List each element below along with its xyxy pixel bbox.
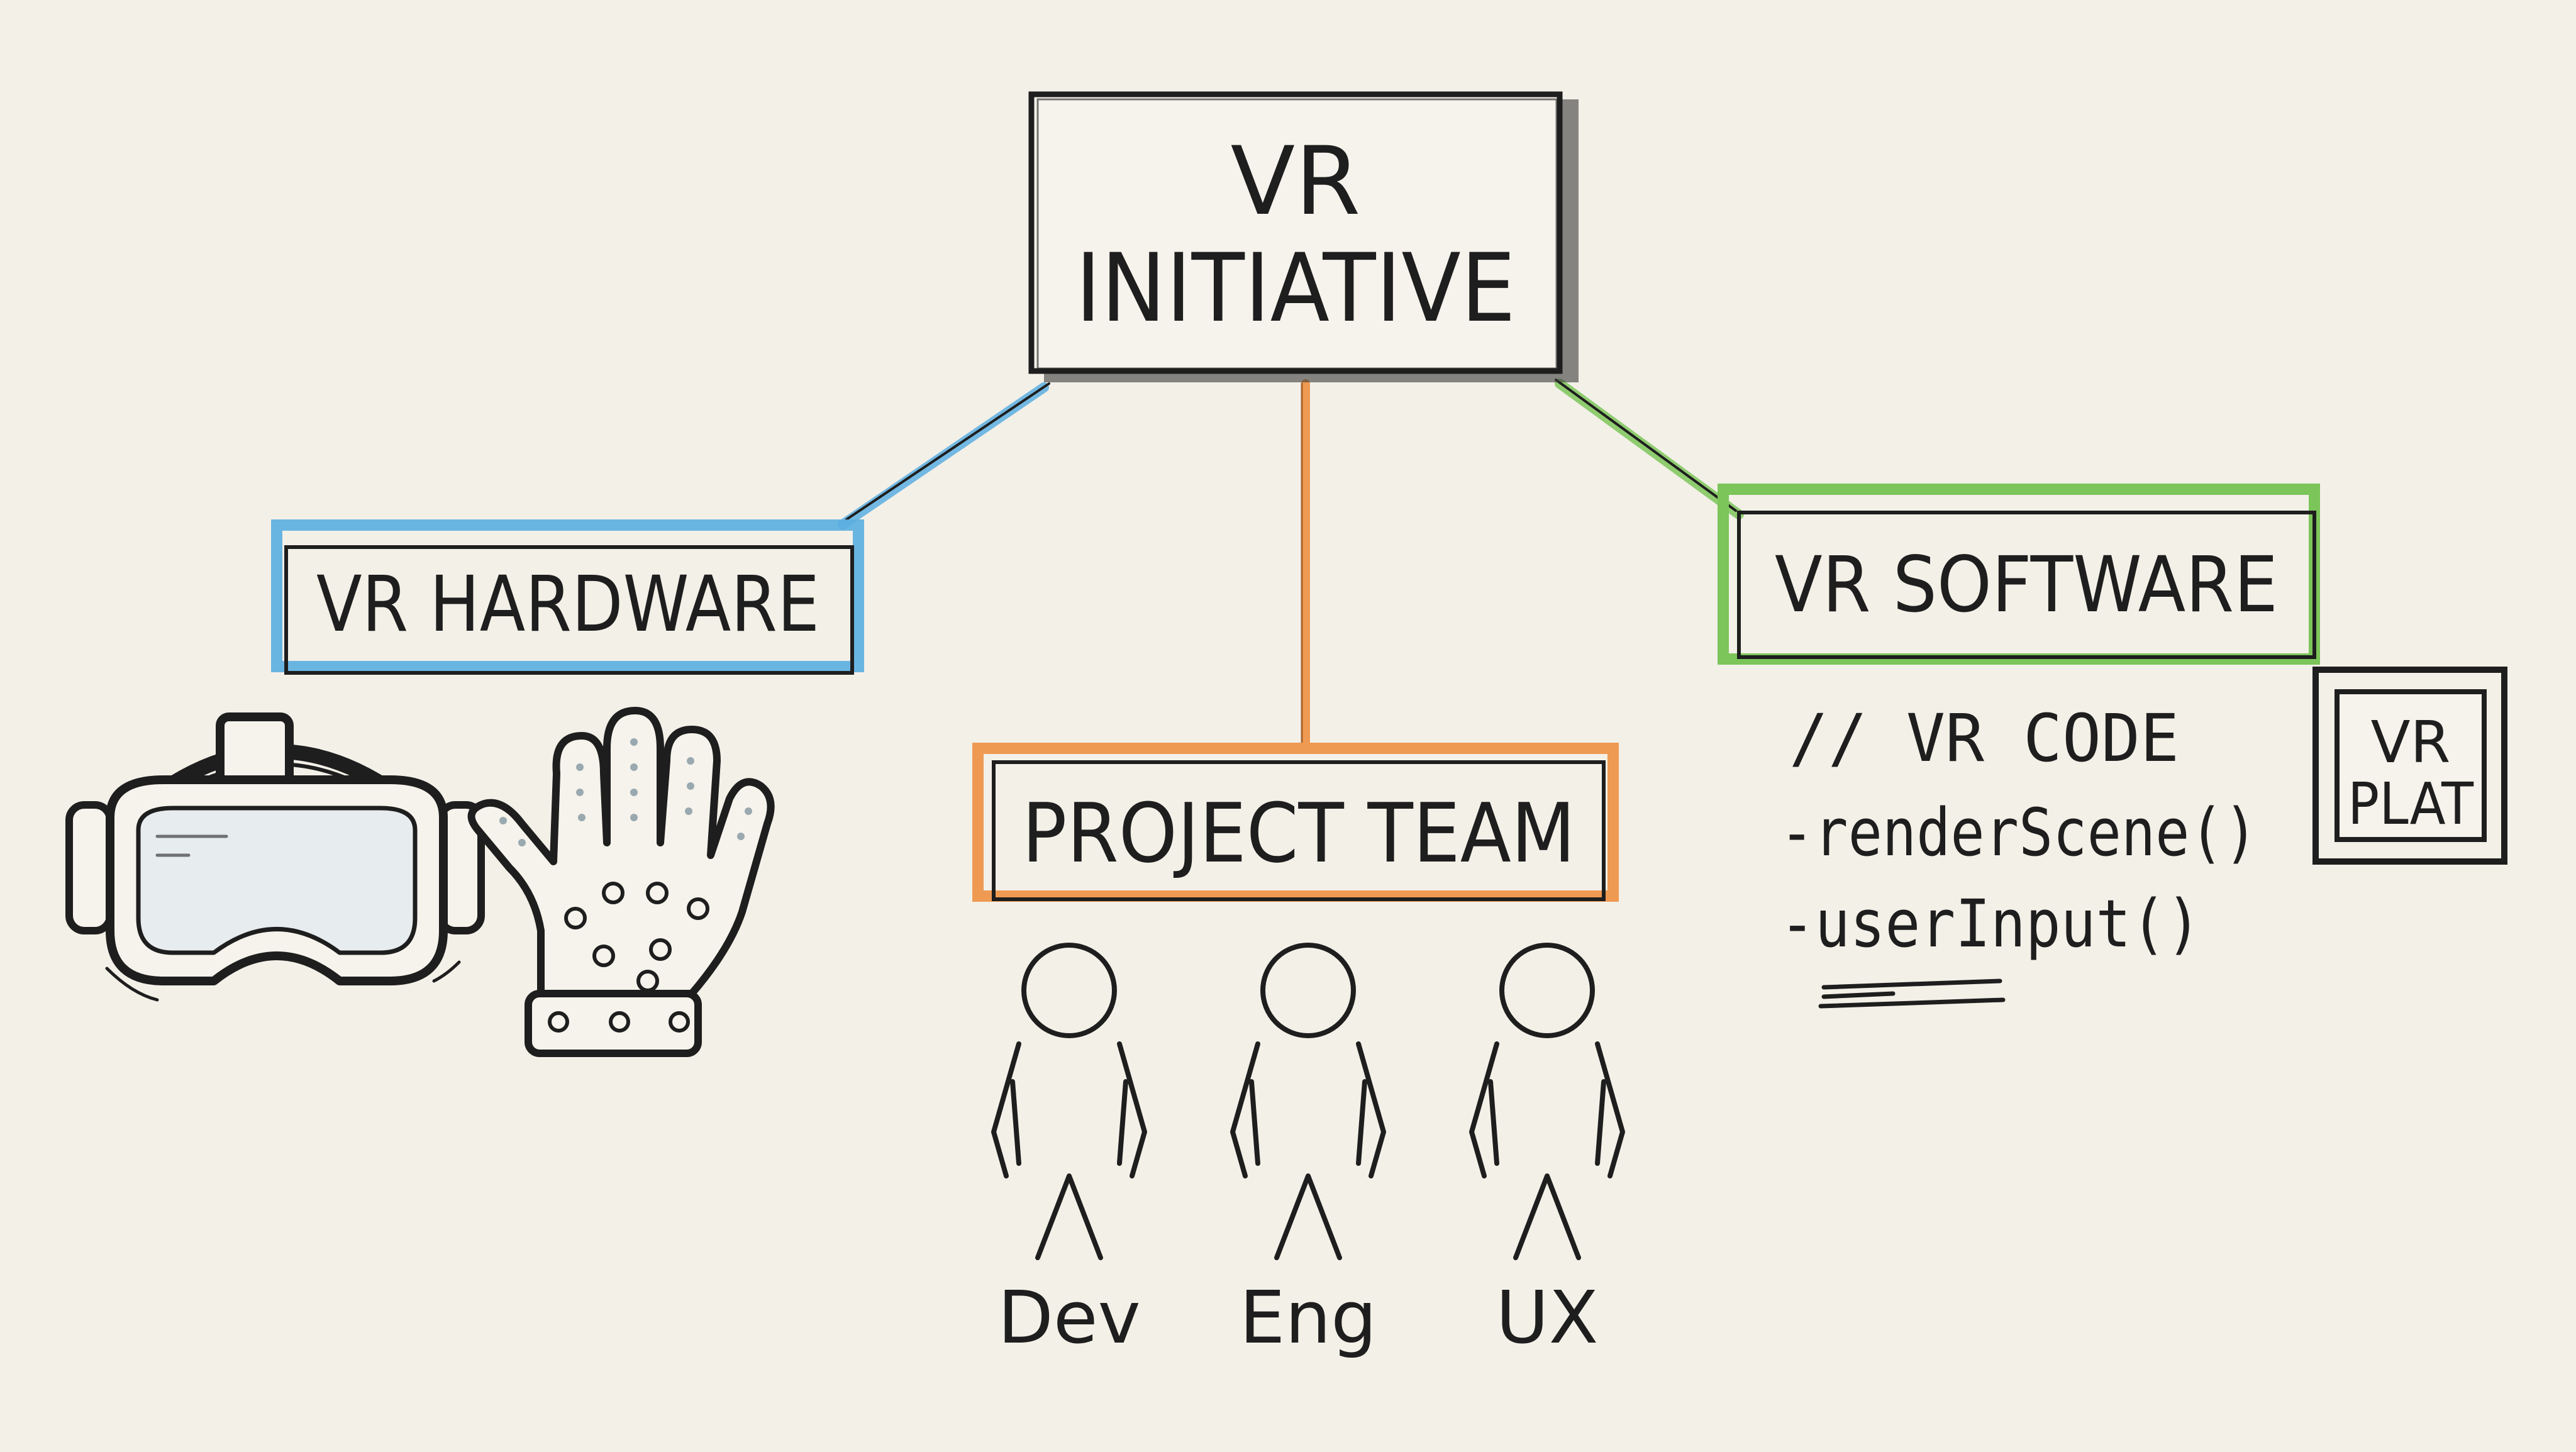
haptic-glove-icon xyxy=(467,707,775,1057)
person-icon xyxy=(1230,943,1386,1260)
code-line-renderscene: -renderScene() xyxy=(1780,794,2258,871)
person-icon xyxy=(1469,943,1625,1260)
code-snippet: // VR CODE -renderScene() -userInput() xyxy=(1780,700,2258,1009)
vr-platform-badge: VR PLAT xyxy=(2312,667,2507,865)
vr-platform-line1: VR xyxy=(2371,709,2451,776)
person-icon xyxy=(991,943,1147,1260)
team-member-label: UX xyxy=(1496,1276,1599,1360)
vr-platform-line2: PLAT xyxy=(2348,770,2474,838)
hardware-label: VR HARDWARE xyxy=(316,560,819,649)
root-node: VR INITIATIVE xyxy=(1028,91,1579,382)
team-member-label: Dev xyxy=(997,1276,1140,1360)
software-node: VR SOFTWARE xyxy=(1718,484,2320,665)
team-member-dev: Dev xyxy=(991,943,1147,1360)
team-node: PROJECT TEAM xyxy=(972,743,1619,902)
root-title-line2: INITIATIVE xyxy=(1075,234,1516,343)
team-member-ux: UX xyxy=(1469,943,1625,1360)
team-member-eng: Eng xyxy=(1230,943,1386,1360)
root-title-line1: VR xyxy=(1231,127,1361,236)
team-member-label: Eng xyxy=(1240,1276,1377,1360)
connector-hardware xyxy=(838,382,1050,529)
team-label: PROJECT TEAM xyxy=(1022,785,1575,881)
team-members: Dev Eng UX xyxy=(991,943,1625,1360)
code-line-userinput: -userInput() xyxy=(1780,885,2201,962)
connector-software xyxy=(1555,379,1744,519)
code-underline xyxy=(1818,978,2006,1009)
vr-headset-icon xyxy=(65,712,485,1002)
software-label: VR SOFTWARE xyxy=(1775,540,2278,629)
hardware-node: VR HARDWARE xyxy=(271,519,864,675)
connector-team xyxy=(1301,379,1310,753)
code-comment: // VR CODE xyxy=(1789,700,2179,777)
